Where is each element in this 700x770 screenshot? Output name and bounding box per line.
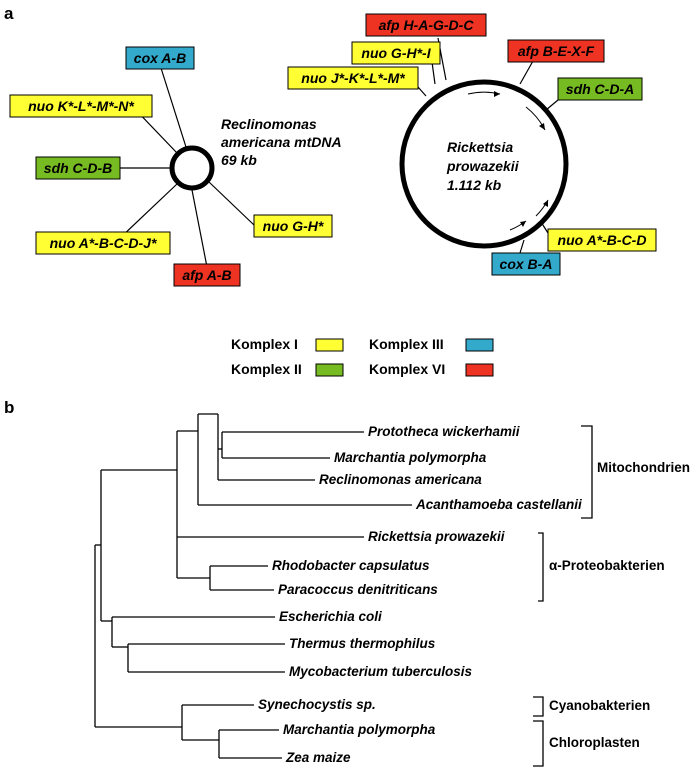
legend-komplex-1: Komplex I [231,336,298,352]
svg-text:cox A-B: cox A-B [134,50,186,66]
taxon-label: Synechocystis sp. [258,697,376,712]
panel-a-label: a [4,4,14,23]
svg-text:afp A-B: afp A-B [182,267,231,283]
gene-box-afp-a-b: afp A-B [173,263,241,287]
gene-box-nuo-a-b-c-d-j: nuo A*-B-C-D-J* [35,231,171,255]
taxon-label: Reclinomonas americana [319,472,482,487]
svg-text:afp H-A-G-D-C: afp H-A-G-D-C [379,17,475,33]
reclinomonas-circle [169,145,215,191]
gene-box-nuo-g-h: nuo G-H* [253,214,333,238]
taxon-label: Acanthamoeba castellanii [415,497,582,512]
taxon-label: Rhodobacter capsulatus [272,558,430,573]
rickettsia-size: 1.112 kb [447,177,502,193]
gene-box-sdh-c-d-b: sdh C-D-B [35,156,121,180]
group-label-mitochondrien: Mitochondrien [597,460,690,475]
taxon-label: Thermus thermophilus [289,636,436,651]
taxon-label: Zea maize [285,750,351,765]
gene-box-nuo-j-k-l-m: nuo J*-K*-L*-M* [287,66,419,90]
taxon-label: Escherichia coli [279,609,382,624]
group-label-alpha-proteobakterien: α-Proteobakterien [549,558,665,573]
legend-swatch-3 [465,338,494,352]
legend-komplex-2: Komplex II [231,361,302,377]
legend-swatch-6 [465,363,494,377]
rickettsia-circle [399,79,569,249]
group-brackets [533,425,593,767]
svg-text:nuo G-H*: nuo G-H* [263,218,324,234]
taxon-label: Marchantia polymorpha [334,450,487,465]
taxon-label: Mycobacterium tuberculosis [289,664,473,679]
gene-box-cox-b-a: cox B-A [491,252,561,276]
gene-box-nuo-k-l-m-n: nuo K*-L*-M*-N* [9,94,153,118]
svg-text:nuo K*-L*-M*-N*: nuo K*-L*-M*-N* [28,98,134,114]
svg-text:nuo J*-K*-L*-M*: nuo J*-K*-L*-M* [301,70,405,86]
svg-text:nuo A*-B-C-D-J*: nuo A*-B-C-D-J* [50,235,157,251]
taxon-label: Marchantia polymorpha [283,722,436,737]
taxon-label: Rickettsia prowazekii [368,529,505,544]
taxon-label: Paracoccus denitriticans [278,582,438,597]
rickettsia-genome [399,37,569,254]
gene-box-nuo-g-h-i: nuo G-H*-I [351,41,441,65]
svg-text:nuo G-H*-I: nuo G-H*-I [361,45,431,61]
group-label-chloroplasten: Chloroplasten [549,735,640,750]
gene-box-afp-h-a-g-d-c: afp H-A-G-D-C [365,13,487,37]
reclinomonas-size: 69 kb [221,152,257,168]
rickettsia-name-line2: prowazekii [446,158,520,174]
rickettsia-name-line1: Rickettsia [447,139,513,155]
taxon-label: Prototheca wickerhamii [368,424,520,439]
reclinomonas-name-line2: americana mtDNA [221,134,342,150]
gene-box-nuo-a-b-c-d: nuo A*-B-C-D [547,228,657,252]
group-label-cyanobakterien: Cyanobakterien [549,698,650,713]
panel-b-label: b [4,398,14,417]
reclinomonas-name-line1: Reclinomonas [221,116,317,132]
legend-komplex-3: Komplex III [369,336,444,352]
svg-text:nuo A*-B-C-D: nuo A*-B-C-D [558,232,647,248]
svg-text:sdh C-D-B: sdh C-D-B [44,160,112,176]
svg-text:sdh C-D-A: sdh C-D-A [566,81,634,97]
gene-box-sdh-c-d-a: sdh C-D-A [557,77,643,101]
legend-komplex-6: Komplex VI [369,361,445,377]
svg-text:cox B-A: cox B-A [500,256,553,272]
phylogenetic-tree [94,413,412,759]
gene-box-cox-a-b: cox A-B [125,46,195,70]
legend-swatch-1 [315,338,344,352]
legend-swatch-2 [315,363,344,377]
gene-box-afp-b-e-x-f: afp B-E-X-F [507,39,605,63]
legend: Komplex I Komplex III Komplex II Komplex… [231,336,494,377]
svg-text:afp B-E-X-F: afp B-E-X-F [518,43,595,59]
